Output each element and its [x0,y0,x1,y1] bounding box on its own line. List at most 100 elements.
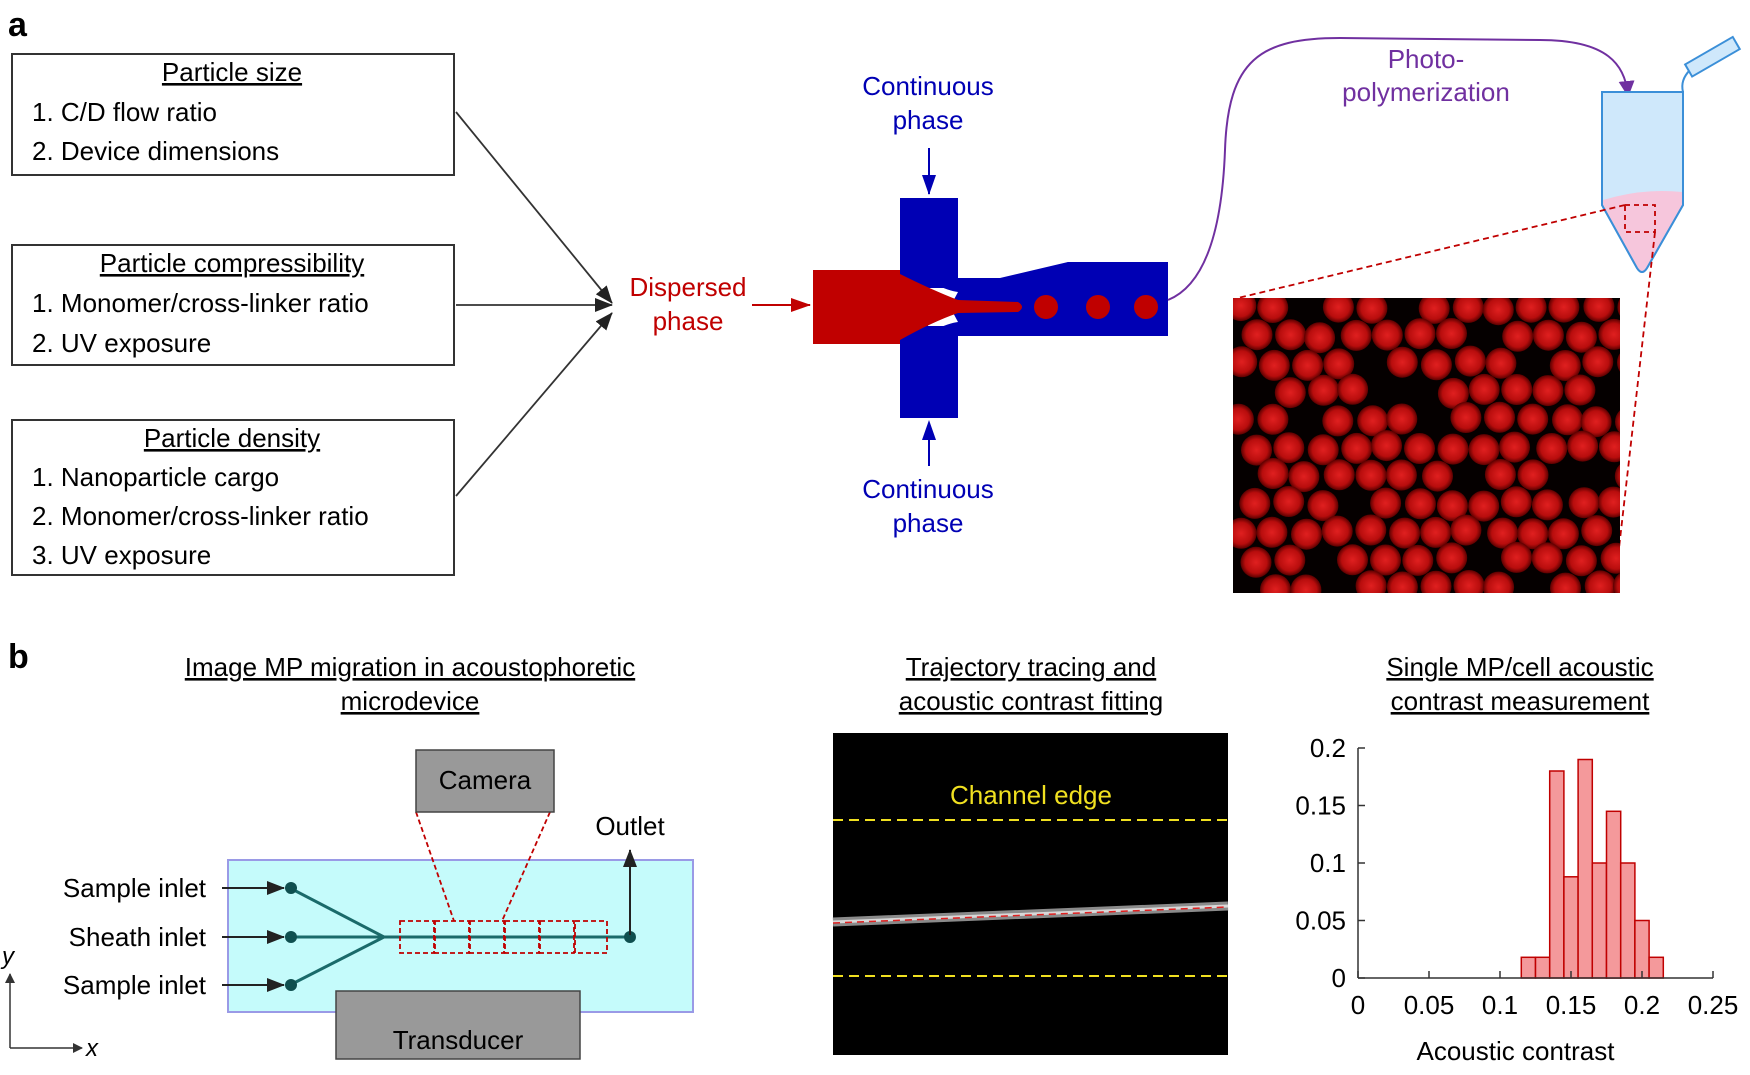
x-tick-label: 0 [1351,990,1365,1020]
histogram-bar [1534,956,1551,979]
microparticle [1531,542,1563,574]
microparticle [1502,320,1534,352]
particle-density-item-2: 2. Monomer/cross-linker ratio [32,501,369,531]
microparticle [1233,517,1257,549]
microparticle [1468,373,1500,405]
microparticle [1288,461,1320,493]
histogram-bar [1648,956,1665,979]
microparticle [1307,490,1339,522]
histogram-bar [1619,862,1636,979]
x-axis-symbol: x [85,1035,99,1062]
microparticle [1290,574,1322,593]
y-tick-label: 0.2 [1310,733,1346,763]
microparticle [1239,487,1271,519]
microparticle [1453,570,1485,593]
microparticle [1422,460,1453,492]
continuous-phase-top-2: phase [893,105,964,135]
microparticle [1598,318,1620,350]
microparticle [1582,346,1614,378]
microparticle [1323,348,1355,380]
microparticle [1371,319,1403,351]
section2-title-line2: acoustic contrast fitting [899,686,1163,716]
microparticle [1565,545,1597,577]
dispersed-phase-label-2: phase [653,306,724,336]
microparticle [1436,318,1467,349]
microparticle [1564,374,1596,406]
panel-a-label: a [8,6,28,44]
microparticle [1484,459,1516,490]
droplet [1086,295,1110,319]
microparticle [1552,404,1583,436]
microparticle [1550,572,1581,593]
microparticle [1341,432,1373,464]
microparticle [1487,517,1519,549]
microparticle [1437,377,1469,409]
microparticle [1617,353,1620,372]
microparticle [1240,546,1272,578]
photopolymerization-label-2: polymerization [1342,77,1510,107]
microparticle [1484,401,1515,433]
section3-title-line1: Single MP/cell acoustic [1386,652,1653,682]
microparticle [1257,298,1289,323]
microparticle [1517,459,1549,491]
section3-title-line2: contrast measurement [1391,686,1650,716]
centrifuge-tube [1601,35,1742,273]
continuous-phase-top-1: Continuous [862,71,994,101]
xy-axes-indicator [4,973,83,1053]
microparticle [1580,406,1612,438]
zoom-line-right [1613,231,1656,593]
histogram-bar [1520,956,1537,979]
microparticle [1614,464,1620,488]
microparticle [1581,515,1613,547]
microparticle [1386,403,1418,435]
microparticle [1385,459,1417,491]
microparticle [1517,403,1549,435]
particle-compressibility-box: Particle compressibility 1. Monomer/cros… [11,244,455,366]
microparticle [1454,345,1486,377]
microparticle-micrograph [1233,298,1620,593]
microparticle [1389,517,1421,549]
microparticle [1273,486,1305,517]
x-axis-label: Acoustic contrast [1417,1036,1616,1066]
microparticle [1370,487,1402,519]
photopolymerization-arrow [1167,36,1635,301]
microparticle [1273,432,1305,464]
microparticle [1536,433,1568,464]
microparticle [1598,431,1620,463]
particle-compressibility-item-2: 2. UV exposure [32,328,211,358]
microparticle [1241,319,1273,351]
sample-inlet-top-label: Sample inlet [63,873,207,903]
microparticle [1292,349,1324,381]
microparticle [1308,374,1340,406]
microparticle [1436,542,1468,574]
microparticle [1450,514,1482,546]
acoustophoretic-microdevice: Transducer Camera Ou [222,749,694,1060]
histogram-bar [1563,876,1579,979]
microparticle [1257,403,1289,435]
trajectory-image: Channel edge [832,733,1229,1055]
particle-density-item-3: 3. UV exposure [32,540,211,570]
microparticle [1404,318,1436,350]
microparticle [1291,518,1322,550]
microparticle [1517,518,1549,550]
microparticle [1567,430,1599,462]
microparticle [1233,346,1258,378]
zoom-line-left [1237,204,1626,299]
microparticle [1337,544,1368,576]
sheath-inlet-label: Sheath inlet [69,922,207,952]
microparticle [1340,319,1372,351]
microparticle [1452,298,1484,323]
microparticle [1258,349,1290,381]
microparticle [1612,573,1620,593]
microparticle [1321,515,1353,547]
microparticle [1418,298,1450,324]
microparticle [1386,346,1418,378]
dispersed-phase-label-1: Dispersed [629,272,746,302]
microparticle [1274,544,1306,576]
particle-density-title: Particle density [144,423,320,453]
microparticle [1420,349,1452,381]
x-tick-label: 0.05 [1404,990,1455,1020]
microparticle [1322,298,1354,323]
microparticle [1515,298,1547,323]
